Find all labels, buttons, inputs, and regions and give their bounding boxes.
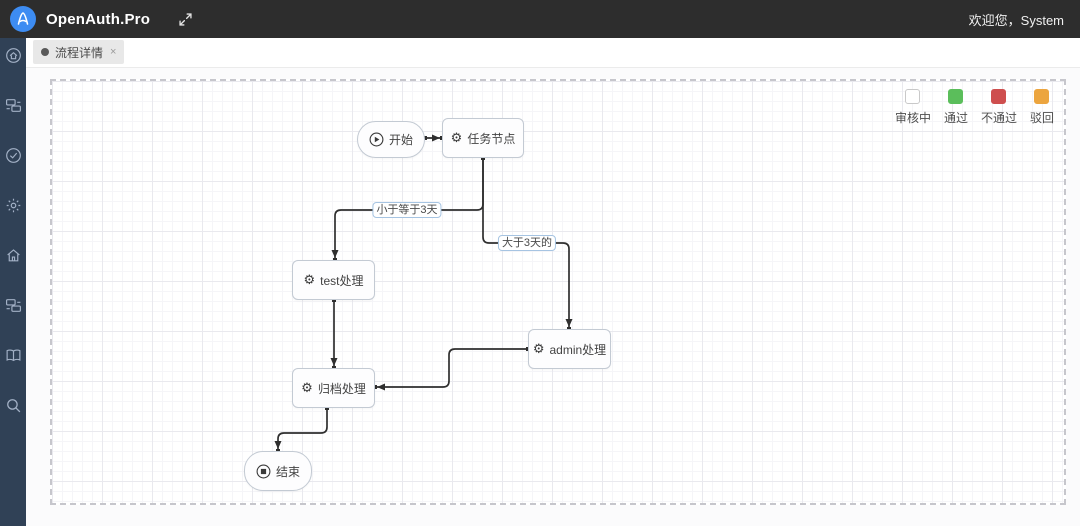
- app-title: OpenAuth.Pro: [46, 10, 151, 28]
- sidebar-item-settings-gear-3[interactable]: [4, 196, 22, 214]
- sidebar-item-home-circle-0[interactable]: [4, 46, 22, 64]
- edge-arrowhead-icon: [377, 383, 385, 391]
- user-welcome[interactable]: 欢迎您，System: [968, 12, 1064, 28]
- node-label: 任务节点: [467, 131, 516, 146]
- edge-arrowhead-icon: [565, 319, 573, 327]
- node-label: 开始: [388, 133, 413, 147]
- sidebar-item-check-circle-2[interactable]: [4, 146, 22, 164]
- flow-node-task[interactable]: ⚙ 任务节点: [442, 118, 524, 158]
- content-area: 审核中通过不通过驳回 开始 ⚙ 任务节点 ⚙ test处理 ⚙ admin处理 ⚙ 归档处理结束…: [26, 69, 1080, 526]
- topbar: OpenAuth.Pro 欢迎您，System: [0, 0, 1080, 38]
- flow-edge-test-archive[interactable]: [330, 298, 338, 370]
- building-icon: [5, 247, 22, 264]
- sidebar-item-flow-1[interactable]: [4, 96, 22, 114]
- gear-icon: ⚙: [301, 380, 313, 396]
- node-label: 归档处理: [317, 381, 366, 396]
- edge-label-task-admin[interactable]: 大于3天的: [497, 235, 557, 251]
- flow-node-test[interactable]: ⚙ test处理: [292, 260, 375, 300]
- legend-item-0: 审核中: [895, 89, 931, 126]
- flow-icon: [5, 97, 22, 114]
- tab-close-icon[interactable]: ×: [110, 45, 117, 58]
- sidebar-item-building-4[interactable]: [4, 246, 22, 264]
- edge-arrowhead-icon: [331, 250, 339, 258]
- app-logo-icon: [10, 6, 36, 32]
- sidebar-item-book-6[interactable]: [4, 346, 22, 364]
- legend-swatch-icon: [1034, 89, 1050, 104]
- legend-swatch-icon: [948, 89, 964, 104]
- end-icon: [256, 464, 271, 478]
- search-icon: [5, 397, 22, 414]
- legend-label: 通过: [943, 111, 968, 125]
- edge-arrowhead-icon: [274, 441, 282, 449]
- sidebar-item-search-7[interactable]: [4, 396, 22, 414]
- legend-label: 不通过: [980, 111, 1017, 125]
- flow-edge-admin-archive[interactable]: [373, 347, 530, 391]
- main-area: 流程详情 × 审核中通过不通过驳回 开始 ⚙ 任务节点 ⚙ test处理 ⚙ admin处理…: [26, 38, 1080, 526]
- check-circle-icon: [5, 147, 22, 164]
- book-icon: [5, 347, 22, 364]
- legend-item-3: 驳回: [1030, 89, 1054, 126]
- status-legend: 审核中通过不通过驳回: [895, 89, 1054, 126]
- node-label: test处理: [320, 273, 364, 288]
- edge-arrowhead-icon: [330, 358, 338, 366]
- flow-icon: [5, 297, 22, 314]
- legend-label: 驳回: [1029, 111, 1054, 125]
- gear-icon: ⚙: [303, 272, 316, 288]
- flow-edge-start-task[interactable]: [423, 134, 444, 142]
- tab-bar: 流程详情 ×: [26, 38, 1080, 68]
- flow-node-admin[interactable]: ⚙ admin处理: [528, 329, 611, 369]
- flow-canvas[interactable]: 审核中通过不通过驳回 开始 ⚙ 任务节点 ⚙ test处理 ⚙ admin处理 ⚙ 归档处理结束…: [50, 79, 1066, 505]
- flow-node-start[interactable]: 开始: [357, 121, 425, 158]
- legend-swatch-icon: [991, 89, 1007, 104]
- flow-node-archive[interactable]: ⚙ 归档处理: [292, 368, 375, 408]
- tab-active-dot-icon: [41, 48, 49, 56]
- edge-label-task-test[interactable]: 小于等于3天: [372, 202, 442, 218]
- node-label: admin处理: [549, 342, 607, 357]
- settings-gear-icon: [5, 197, 22, 214]
- legend-label: 审核中: [894, 111, 931, 125]
- tab-process-detail[interactable]: 流程详情 ×: [33, 40, 125, 64]
- gear-icon: ⚙: [450, 130, 463, 146]
- tab-label: 流程详情: [55, 45, 104, 60]
- legend-item-2: 不通过: [981, 89, 1017, 126]
- node-label: 结束: [275, 464, 300, 479]
- sidebar-nav: [0, 38, 26, 526]
- flow-node-end[interactable]: 结束: [244, 451, 312, 491]
- sidebar-item-flow-5[interactable]: [4, 296, 22, 314]
- legend-item-1: 通过: [944, 89, 968, 126]
- gear-icon: ⚙: [532, 341, 545, 357]
- legend-swatch-icon: [905, 89, 921, 104]
- flow-edge-archive-end[interactable]: [274, 406, 330, 453]
- start-icon: [369, 132, 384, 147]
- home-circle-icon: [5, 47, 22, 64]
- fullscreen-toggle-icon[interactable]: [178, 12, 193, 27]
- flow-edges-layer: [274, 134, 573, 453]
- edge-arrowhead-icon: [432, 134, 440, 142]
